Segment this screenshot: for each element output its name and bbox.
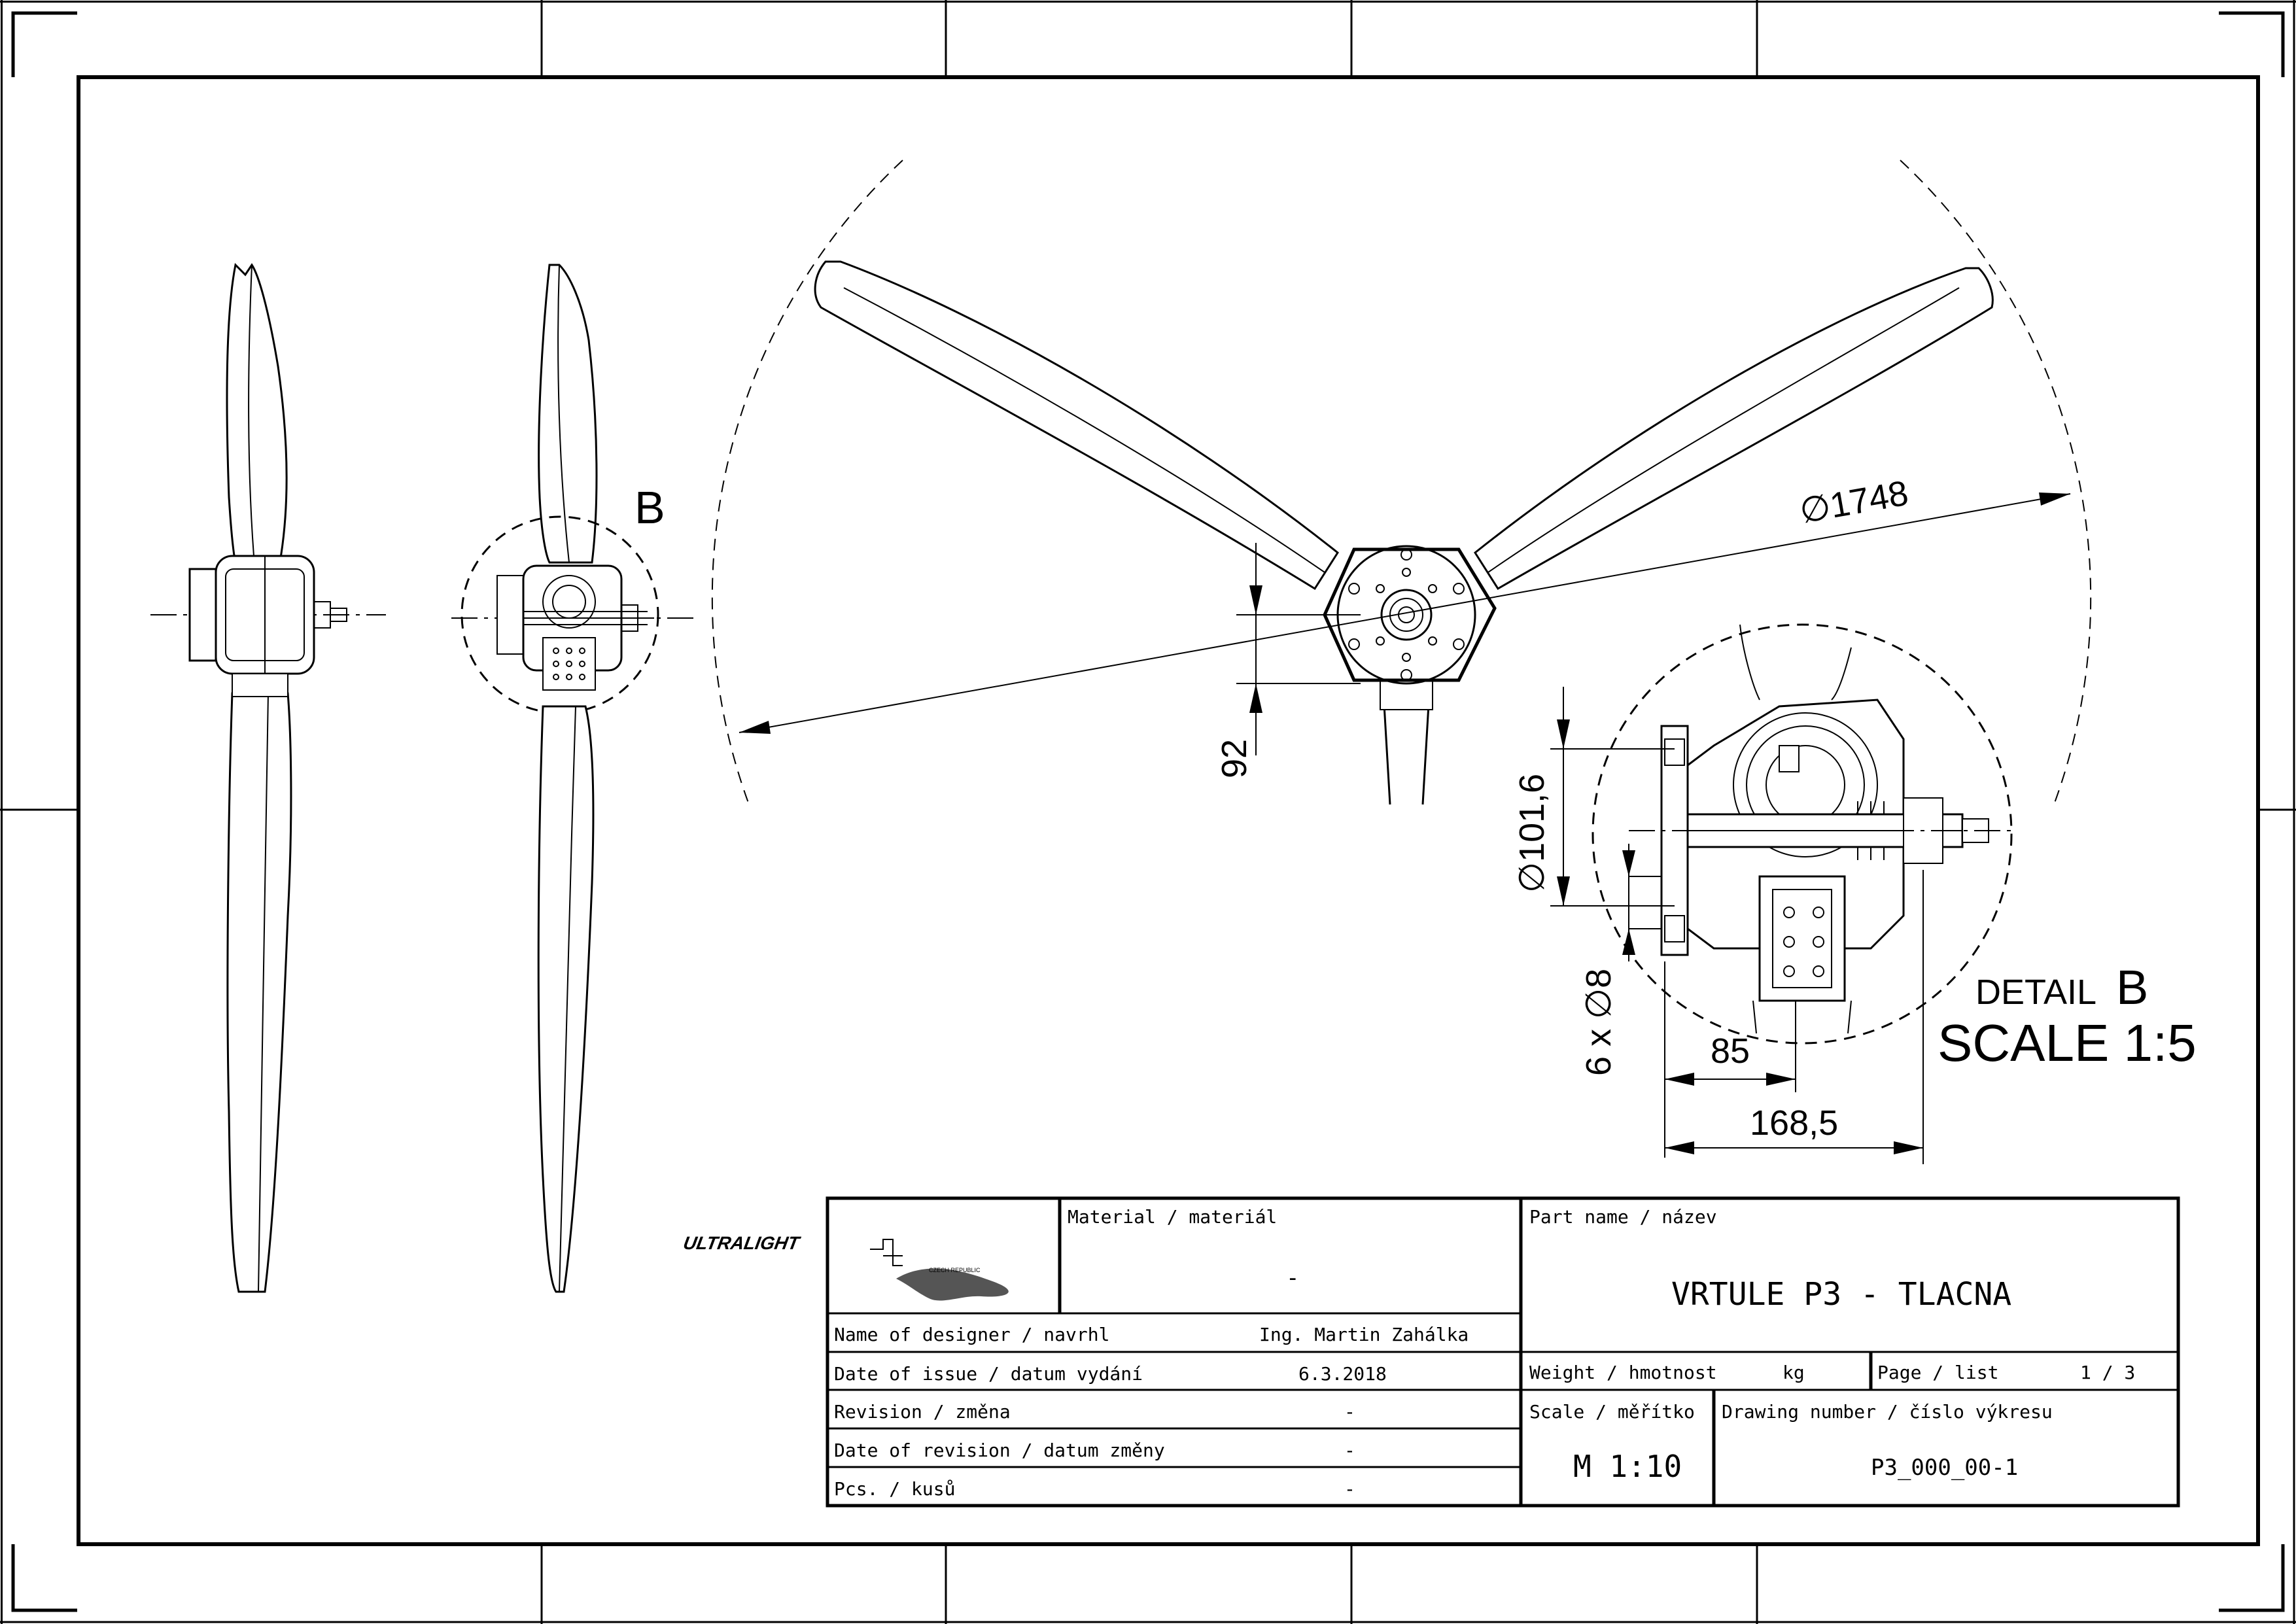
scale-label: Scale / měřítko [1529,1401,1695,1423]
drawing-number-label: Drawing number / číslo výkresu [1722,1401,2053,1423]
pcs-label: Pcs. / kusů [834,1478,955,1500]
hub-height-dimension: 92 [1215,739,1254,778]
page-value: 1 / 3 [2080,1362,2135,1383]
material-label: Material / materiál [1068,1206,1277,1228]
issue-date-label: Date of issue / datum vydání [834,1363,1143,1385]
weight-unit: kg [1783,1362,1805,1383]
material-value: - [1286,1265,1299,1291]
designer-label: Name of designer / navrhl [834,1324,1109,1345]
designer-value: Ing. Martin Zahálka [1259,1324,1469,1345]
revision-date-label: Date of revision / datum změny [834,1440,1165,1461]
detail-callout-label: B [635,482,665,533]
bolt-circle-dimension: ∅101,6 [1512,774,1552,893]
detail-title-prefix: DETAIL [1975,973,2096,1012]
overall-length-dimension: 168,5 [1750,1103,1838,1143]
detail-title-letter: B [2116,960,2148,1014]
part-name-value: VRTULE P3 - TLACNA [1671,1276,2011,1313]
propeller-front-view: ∅1748 92 [711,160,2092,805]
propeller-section-view: B [451,264,693,1293]
propeller-side-view [150,262,386,1293]
revision-label: Revision / změna [834,1401,1011,1423]
drawing-number-value: P3_000_00-1 [1871,1455,2018,1481]
revision-date-value: - [1344,1440,1355,1461]
title-block: ULTRALIGHT CZECH REPUBLIC Material / mat… [682,1196,2180,1508]
detail-scale-label: SCALE 1:5 [1938,1014,2197,1072]
part-name-label: Part name / název [1529,1206,1717,1228]
detail-b-view: ∅101,6 6 x ∅8 85 168,5 DETAIL B SCALE 1:… [1512,623,2197,1164]
logo-subtitle: CZECH REPUBLIC [929,1267,981,1273]
company-logo: ULTRALIGHT CZECH REPUBLIC [682,1232,1009,1301]
issue-date-value: 6.3.2018 [1298,1363,1387,1385]
propeller-diameter-dimension: ∅1748 [1797,474,1911,531]
bolt-holes-dimension: 6 x ∅8 [1579,969,1618,1076]
weight-label: Weight / hmotnost [1529,1362,1717,1383]
page-label: Page / list [1877,1362,1998,1383]
pcs-value: - [1344,1478,1355,1500]
inner-length-dimension: 85 [1711,1031,1750,1071]
scale-value: M 1:10 [1573,1449,1682,1484]
revision-value: - [1344,1401,1355,1423]
logo-wordmark: ULTRALIGHT [682,1232,803,1253]
